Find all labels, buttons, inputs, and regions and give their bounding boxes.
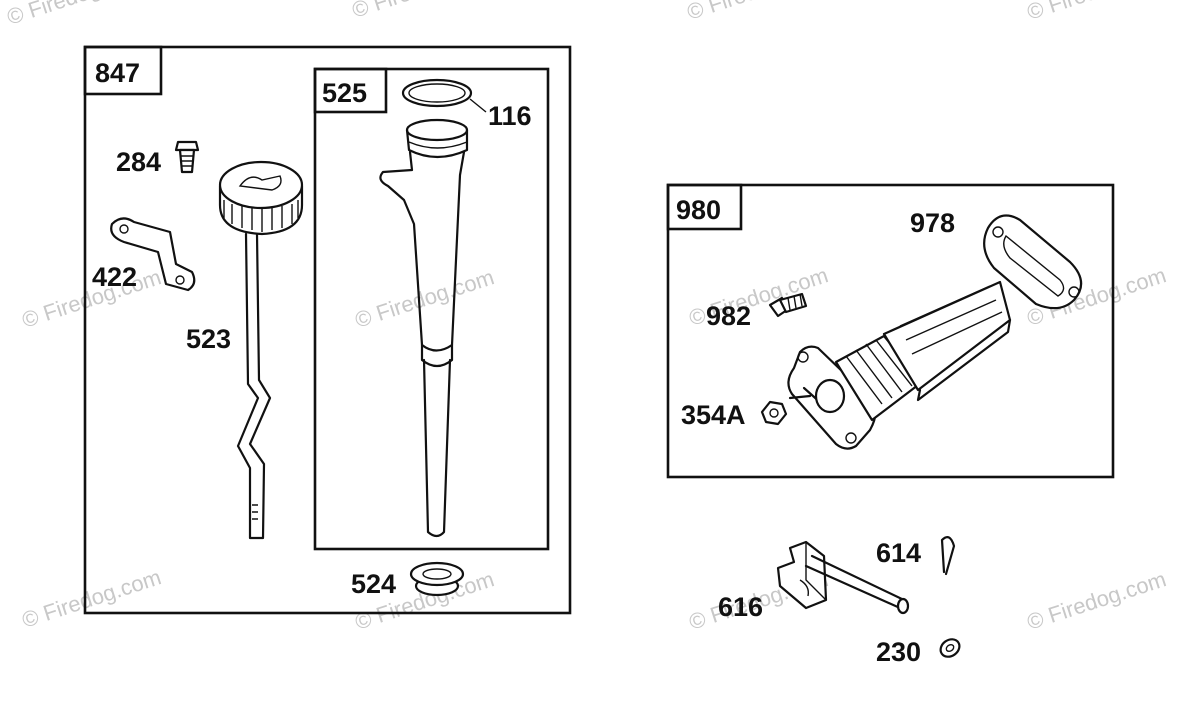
part-614-clip bbox=[940, 536, 956, 576]
group-525-frame bbox=[313, 67, 550, 551]
callout-354a: 354A bbox=[681, 400, 746, 430]
group-980-label: 980 bbox=[676, 195, 721, 225]
group-980: 980 bbox=[666, 183, 1115, 479]
callout-616: 616 bbox=[718, 592, 763, 622]
callout-230: 230 bbox=[876, 637, 921, 667]
part-230-washer bbox=[939, 638, 961, 658]
watermark: © Firedog.com bbox=[684, 0, 829, 25]
watermark: © Firedog.com bbox=[19, 564, 164, 632]
callout-982: 982 bbox=[706, 301, 751, 331]
part-354a-nut bbox=[760, 400, 788, 426]
group-847-frame bbox=[83, 45, 572, 615]
group-847: 847 bbox=[83, 45, 572, 615]
part-422-bracket bbox=[110, 217, 196, 292]
group-980-tag bbox=[666, 183, 743, 231]
watermark: © Firedog.com bbox=[4, 0, 149, 30]
watermark: © Firedog.com bbox=[352, 264, 497, 332]
group-525-tag bbox=[313, 67, 388, 114]
group-525: 525 bbox=[313, 67, 550, 551]
watermark: © Firedog.com bbox=[349, 0, 494, 23]
callout-524: 524 bbox=[351, 569, 396, 599]
part-978-gasket bbox=[983, 214, 1083, 310]
group-847-label: 847 bbox=[95, 58, 140, 88]
callout-614: 614 bbox=[876, 538, 921, 568]
group-847-tag bbox=[83, 45, 163, 96]
part-982-screw bbox=[768, 292, 808, 318]
callout-978: 978 bbox=[910, 208, 955, 238]
part-524-grommet bbox=[409, 561, 465, 597]
part-525-fill-tube bbox=[379, 118, 469, 538]
callout-284: 284 bbox=[116, 147, 161, 177]
part-980-starter bbox=[787, 280, 1012, 450]
callout-523: 523 bbox=[186, 324, 231, 354]
callouts: 116 284 422 523 524 978 982 354A 614 616… bbox=[92, 101, 955, 667]
part-116-gasket bbox=[401, 78, 487, 113]
part-616-bracket bbox=[776, 540, 910, 615]
watermark: © Firedog.com bbox=[1024, 566, 1169, 634]
callout-116: 116 bbox=[488, 101, 532, 131]
watermark: © Firedog.com bbox=[1024, 0, 1169, 25]
part-523-dipstick bbox=[218, 160, 304, 540]
part-284-bolt bbox=[174, 140, 200, 174]
group-525-label: 525 bbox=[322, 78, 367, 108]
group-980-frame bbox=[666, 183, 1115, 479]
callout-422: 422 bbox=[92, 262, 137, 292]
